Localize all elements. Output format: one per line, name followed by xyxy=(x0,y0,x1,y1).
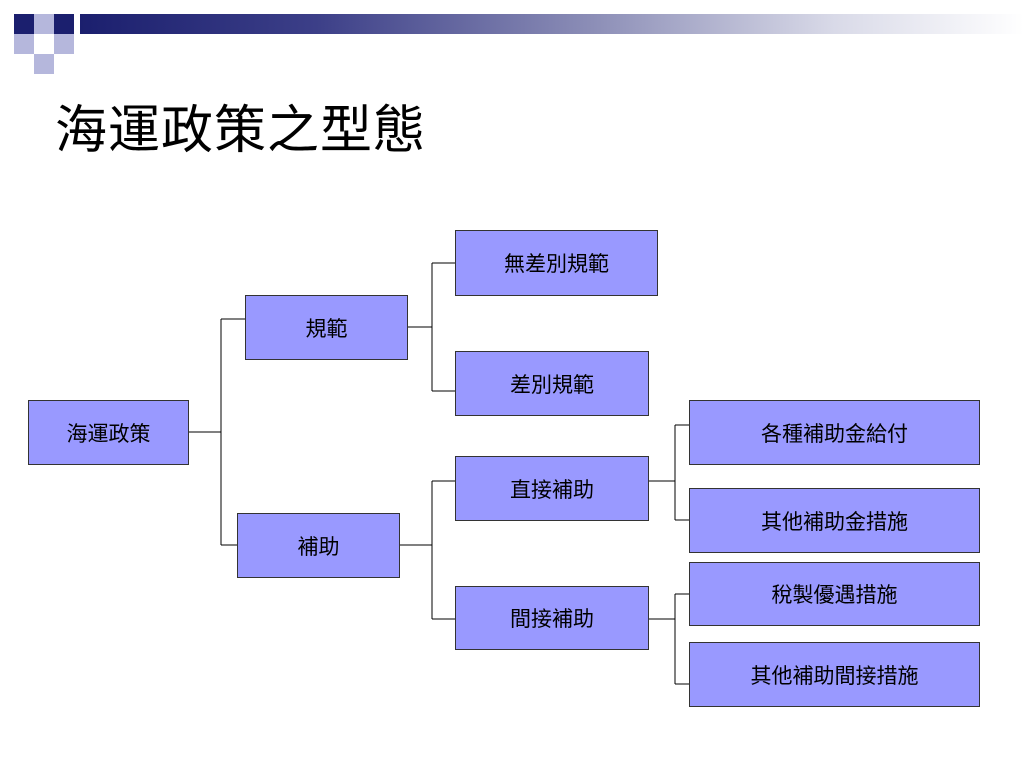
header-gradient-band xyxy=(80,14,1024,34)
node-discriminatory-regulation: 差別規範 xyxy=(455,351,649,416)
slide-title: 海運政策之型態 xyxy=(55,101,427,161)
header-square-light-1 xyxy=(34,14,54,34)
node-other-grant-measures: 其他補助金措施 xyxy=(689,488,980,553)
header-square-light-3 xyxy=(54,34,74,54)
header-square-dark-2 xyxy=(54,14,74,34)
node-other-indirect-measures: 其他補助間接措施 xyxy=(689,642,980,707)
node-root-maritime-policy: 海運政策 xyxy=(28,400,189,465)
node-grant-payments: 各種補助金給付 xyxy=(689,400,980,465)
node-direct-subsidy: 直接補助 xyxy=(455,456,649,521)
header-square-light-4 xyxy=(34,54,54,74)
node-subsidy: 補助 xyxy=(237,513,400,578)
node-tax-incentives: 稅製優遇措施 xyxy=(689,562,980,626)
node-nondiscriminatory-regulation: 無差別規範 xyxy=(455,230,658,296)
header-square-dark-1 xyxy=(14,14,34,34)
header-square-light-2 xyxy=(14,34,34,54)
node-regulation: 規範 xyxy=(245,295,408,360)
node-indirect-subsidy: 間接補助 xyxy=(455,586,649,650)
